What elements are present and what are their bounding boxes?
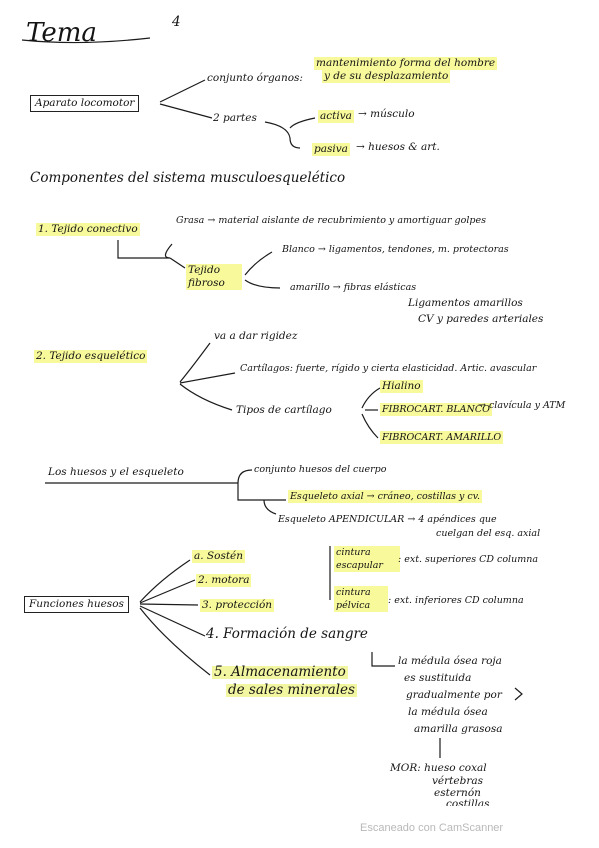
cv-paredes: CV y paredes arteriales xyxy=(418,313,544,325)
huesos-esqueleto-heading: Los huesos y el esqueleto xyxy=(48,466,184,478)
funcion-almacenamiento-2: de sales minerales xyxy=(226,682,357,698)
conjunto-organos: conjunto órganos: xyxy=(207,72,303,84)
cintura-pelvica: cintura pélvica xyxy=(334,586,388,612)
medula-2: es sustituida xyxy=(404,672,472,684)
tejido-conectivo-label: 1. Tejido conectivo xyxy=(36,223,140,236)
definicion-1: mantenimiento forma del hombre xyxy=(314,57,498,70)
mor-2: vértebras xyxy=(432,775,483,787)
mor-3: esternón xyxy=(434,787,481,799)
funcion-almacenamiento-1: 5. Almacenamiento xyxy=(212,664,348,680)
mor-1: MOR: hueso coxal xyxy=(390,762,487,774)
medula-3: gradualmente por xyxy=(406,689,502,701)
cartilagos: Cartílagos: fuerte, rígido y cierta elas… xyxy=(240,363,537,374)
cintura-escapular: cintura escapular xyxy=(334,546,400,572)
cintura-pelvica-res: : ext. inferiores CD columna xyxy=(388,595,524,606)
conjunto-huesos: conjunto huesos del cuerpo xyxy=(254,464,387,475)
funciones-huesos-box: Funciones huesos xyxy=(24,596,129,613)
dos-partes: 2 partes xyxy=(213,112,257,124)
page-number: 4 xyxy=(172,14,181,30)
pasiva-resultado: → huesos & art. xyxy=(356,141,440,153)
parte-pasiva: pasiva xyxy=(312,143,350,156)
funcion-sosten: a. Sostén xyxy=(192,550,246,563)
hialino: Hialino xyxy=(380,380,423,393)
medula-1: la médula ósea roja xyxy=(398,655,502,667)
page-title: Tema xyxy=(26,18,97,48)
tipos-cartilago: Tipos de cartílago xyxy=(236,404,332,416)
fibroso-amarillo: amarillo → fibras elásticas xyxy=(290,282,417,293)
rigidez: va a dar rigidez xyxy=(214,330,298,342)
grasa: Grasa → material aislante de recubrimien… xyxy=(176,215,486,226)
activa-resultado: → músculo xyxy=(358,108,415,120)
componentes-heading: Componentes del sistema musculoesqueléti… xyxy=(30,170,346,186)
cintura-escapular-res: : ext. superiores CD columna xyxy=(398,554,539,565)
parte-activa: activa xyxy=(318,110,354,123)
esqueleto-apendicular: Esqueleto APENDICULAR → 4 apéndices que xyxy=(278,514,497,525)
fibrocart-blanco: FIBROCART. BLANCO xyxy=(380,403,492,416)
funcion-motora: 2. motora xyxy=(196,574,252,587)
funcion-proteccion: 3. protección xyxy=(200,599,275,612)
definicion-2: y de su desplazamiento xyxy=(322,70,451,83)
fibrocart-blanco-res: → clavícula y ATM xyxy=(478,400,566,411)
medula-5: amarilla grasosa xyxy=(414,723,503,735)
aparato-locomotor-box: Aparato locomotor xyxy=(30,95,140,112)
esqueleto-axial: Esqueleto axial → cráneo, costillas y cv… xyxy=(288,490,483,503)
tejido-fibroso: Tejido fibroso xyxy=(186,264,242,290)
esqueleto-apendicular-2: cuelgan del esq. axial xyxy=(436,528,541,539)
tejido-esqueletico-label: 2. Tejido esquelético xyxy=(34,350,148,363)
funcion-formacion-sangre: 4. Formación de sangre xyxy=(206,626,368,642)
fibrocart-amarillo: FIBROCART. AMARILLO xyxy=(380,431,504,444)
scanner-watermark: Escaneado con CamScanner xyxy=(360,822,504,834)
mor-4: costillas xyxy=(446,798,490,806)
ligamentos-amarillos: Ligamentos amarillos xyxy=(408,297,523,309)
medula-4: la médula ósea xyxy=(408,706,488,718)
fibroso-blanco: Blanco → ligamentos, tendones, m. protec… xyxy=(282,244,509,255)
